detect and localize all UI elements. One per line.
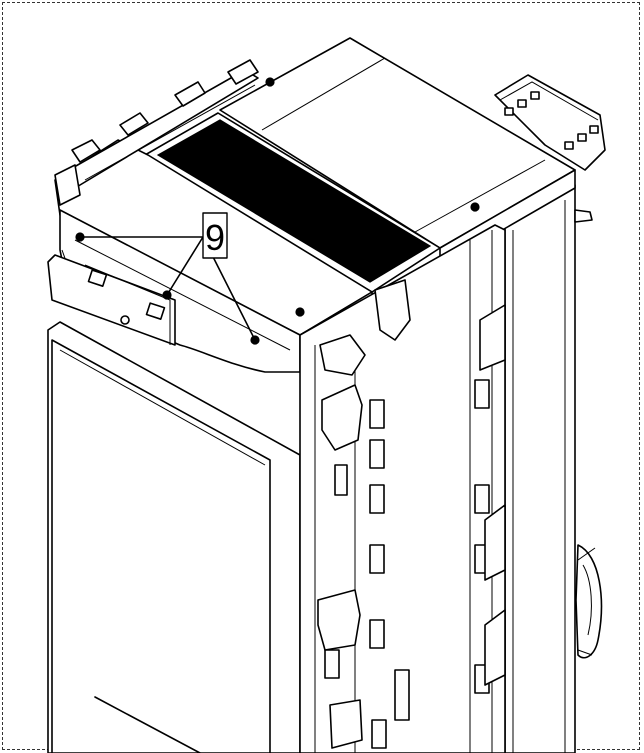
rear-rail bbox=[54, 59, 259, 206]
right-side-panel bbox=[504, 184, 593, 753]
connector-module bbox=[494, 74, 606, 171]
filter-panel bbox=[144, 112, 441, 293]
screw bbox=[470, 202, 480, 212]
callout-label: 9 bbox=[205, 217, 225, 258]
side-handle bbox=[575, 544, 603, 659]
control-housing bbox=[47, 254, 176, 346]
column-brackets bbox=[317, 279, 506, 749]
screw bbox=[265, 77, 275, 87]
front-door bbox=[47, 321, 301, 753]
frame-cutouts bbox=[324, 379, 490, 749]
screw bbox=[295, 307, 305, 317]
callout-9: 9 bbox=[202, 212, 228, 259]
